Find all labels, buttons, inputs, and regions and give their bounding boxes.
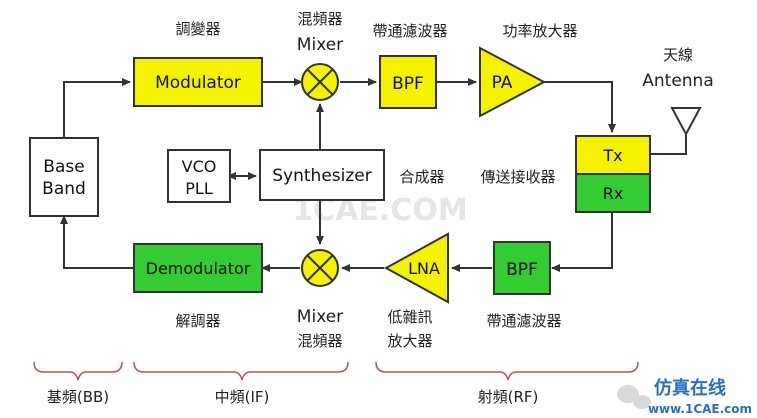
line-rx-to-bpf [551,212,613,272]
mixer-tx-cn-label: 混頻器 [297,10,342,28]
antenna-cn-label: 天線 [663,46,693,64]
modulator-cn-label: 調變器 [175,20,220,38]
lna-label: LNA [408,259,440,278]
brand-watermark: 仿真在线 www.1CAE.com [617,377,752,416]
wechat-icon [617,385,651,409]
lna-triangle [383,232,449,304]
synth-cn-label: 合成器 [399,168,444,186]
antenna-en-label: Antenna [642,71,714,91]
section-rf-label: 射頻(RF) [478,388,539,406]
pa-label: PA [492,73,513,93]
mixer-rx-cn-label: 混頻器 [297,332,342,350]
lna-cn-label-1: 低雜訊 [387,308,432,326]
bpf-tx-cn-label: 帶通濾波器 [372,22,447,40]
tx-label: Tx [602,146,622,165]
mixer-tx-symbol [301,63,339,101]
bpf-tx-label: BPF [392,74,424,94]
line-baseband-to-modulator [63,78,131,138]
section-if-label: 中頻(IF) [215,388,270,406]
section-braces [33,361,639,381]
antenna-icon [670,107,702,137]
bpf-rx-block [493,241,551,295]
vco-label: VCO [182,157,217,176]
bpf-tx-block [379,55,437,109]
rx-block [575,173,651,213]
brand-cn-text: 仿真在线 [654,377,726,399]
line-pa-to-tx [544,81,616,133]
signal-lines [60,78,687,272]
synthesizer-block [259,149,385,201]
modulator-label: Modulator [155,73,241,93]
mixer-rx-en-label: Mixer [297,307,343,327]
pll-label: PLL [185,179,213,198]
mixer-tx-en-label: Mixer [297,35,343,55]
baseband-block [29,137,99,217]
rx-label: Rx [603,184,624,203]
lna-cn-label-2: 放大器 [387,332,432,350]
demod-cn-label: 解調器 [175,312,220,330]
brace-rf [375,361,639,381]
brace-if [133,361,349,381]
brand-url-text: www.1CAE.com [648,402,752,416]
section-bb-label: 基頻(BB) [47,388,109,406]
baseband-label-1: Base [43,157,84,177]
bpf-rx-cn-label: 帶通濾波器 [486,312,561,330]
pa-cn-label: 功率放大器 [502,22,577,40]
modulator-block [133,57,263,107]
bpf-rx-label: BPF [506,260,538,280]
mixer-rx-symbol [301,249,339,287]
pa-triangle [479,46,547,118]
baseband-label-2: Band [42,179,86,199]
transceiver-cn-label: 傳送接收器 [480,168,555,186]
brace-bb [33,361,123,381]
line-demod-to-baseband [60,215,134,269]
synthesizer-label: Synthesizer [272,166,371,186]
demodulator-label: Demodulator [146,259,251,278]
demodulator-block [133,243,263,293]
vco-pll-block [167,149,231,203]
